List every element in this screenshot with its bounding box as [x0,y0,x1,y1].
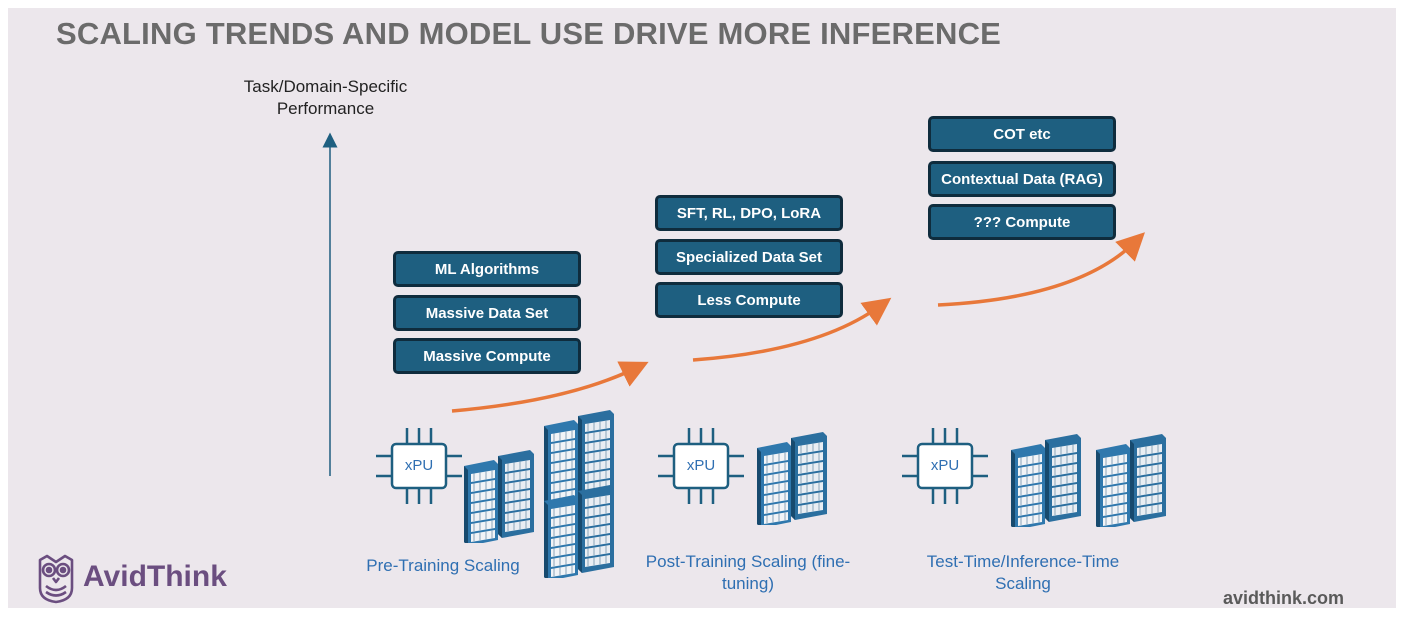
stage2-box-less-compute: Less Compute [655,282,843,318]
stage3-box-cot: COT etc [928,116,1116,152]
server-rack-icon [544,485,614,578]
stage2-box-specialized-data-set: Specialized Data Set [655,239,843,275]
xpu-chip-icon: xPU [900,426,990,506]
server-rack-icon [464,450,534,543]
chip-graphic [376,428,462,504]
stage1-box-ml-algorithms: ML Algorithms [393,251,581,287]
stage1-box-massive-data-set: Massive Data Set [393,295,581,331]
growth-arrow-1 [451,361,649,413]
xpu-chip-icon: xPU [374,426,464,506]
stage2-box-sft-rl: SFT, RL, DPO, LoRA [655,195,843,231]
stage-label-post-training: Post-Training Scaling (fine-tuning) [645,552,851,593]
server-rack-icon [1096,434,1166,527]
server-rack-icon [757,432,827,525]
growth-arrow-3 [937,232,1145,307]
chip-label: xPU [404,457,434,474]
growth-arrow-2 [692,297,892,362]
chip-label: xPU [686,457,716,474]
slide: SCALING TRENDS AND MODEL USE DRIVE MORE … [8,8,1396,608]
stage-label-pre-training: Pre-Training Scaling [366,556,520,575]
stage1-box-massive-compute: Massive Compute [393,338,581,374]
website-label: avidthink.com [1223,588,1345,608]
stage3-box-compute: ??? Compute [928,204,1116,240]
server-rack-icon [1011,434,1081,527]
slide-title: SCALING TRENDS AND MODEL USE DRIVE MORE … [56,16,1002,51]
chip-graphic [902,428,988,504]
y-axis-label: Task/Domain-Specific Performance [243,77,408,118]
brand-logo-text: AvidThink [83,560,227,593]
xpu-chip-icon: xPU [656,426,746,506]
chip-label: xPU [930,457,960,474]
stage-label-test-time: Test-Time/Inference-Time Scaling [926,552,1120,593]
stage3-box-contextual-data: Contextual Data (RAG) [928,161,1116,197]
chip-graphic [658,428,744,504]
connector-layer [322,132,1145,476]
owl-logo-icon [38,554,74,604]
